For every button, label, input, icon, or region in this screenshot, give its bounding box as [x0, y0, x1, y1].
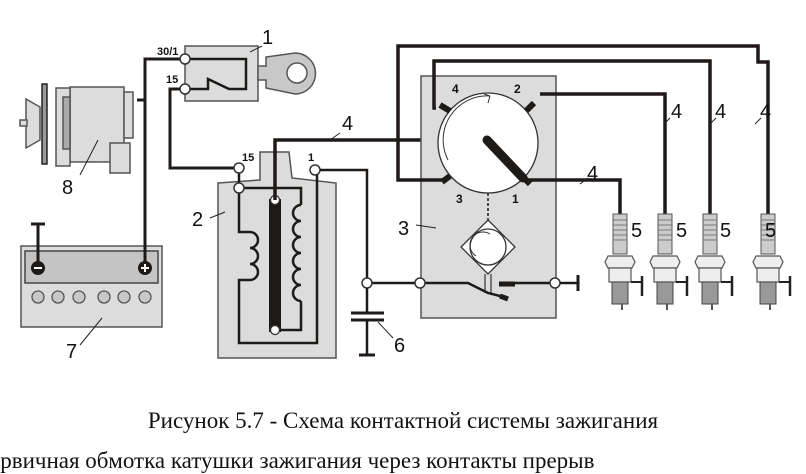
label-plug-3: 5 [720, 220, 731, 242]
spark-plugs [604, 213, 792, 310]
switch-terminal-30-1: 30/1 [157, 46, 178, 58]
distributor-contact-1: 1 [512, 192, 519, 206]
battery-cells [31, 290, 152, 304]
spark-plug-icon [752, 213, 792, 310]
ignition-coil [217, 151, 337, 359]
body-text-partial: ервичная обмотка катушки зажигания через… [0, 448, 595, 473]
label-coil: 2 [192, 209, 203, 231]
distributor-contact-2: 2 [514, 82, 521, 96]
label-battery: 7 [66, 341, 77, 363]
label-lead-3: 4 [760, 101, 771, 123]
label-generator: 8 [62, 177, 73, 199]
label-plug-4: 5 [765, 220, 776, 242]
capacitor [351, 277, 384, 357]
figure-caption: Рисунок 5.7 - Схема контактной системы з… [147, 408, 659, 433]
label-plug-1: 5 [631, 220, 642, 242]
coil-terminal-1: 1 [308, 152, 314, 164]
rotor-arm [482, 135, 528, 183]
label-switch: 1 [262, 27, 273, 49]
label-capacitor: 6 [394, 335, 405, 357]
label-lead-4: 4 [587, 163, 598, 185]
distributor-contact-3: 3 [456, 192, 463, 206]
coil-core [269, 199, 281, 332]
spark-plug-icon [694, 213, 734, 310]
switch-terminal-15: 15 [166, 74, 178, 86]
ignition-switch [179, 45, 317, 102]
generator [19, 83, 134, 174]
battery [20, 222, 163, 328]
distributor-contact-4: 4 [452, 82, 459, 96]
label-distributor: 3 [398, 218, 409, 240]
label-lead-1: 4 [671, 101, 682, 123]
coil-terminal-15: 15 [242, 152, 254, 164]
distributor [414, 75, 580, 319]
label-lead-2: 4 [715, 101, 726, 123]
hv-leads [396, 44, 770, 215]
spark-plug-icon [649, 213, 689, 310]
spark-plug-icon [604, 213, 644, 310]
rotation-arrow-icon [483, 93, 491, 104]
label-hv-wire: 4 [342, 113, 353, 135]
ignition-diagram: 8 7 30/1 15 1 [19, 27, 792, 363]
label-plug-2: 5 [676, 220, 687, 242]
